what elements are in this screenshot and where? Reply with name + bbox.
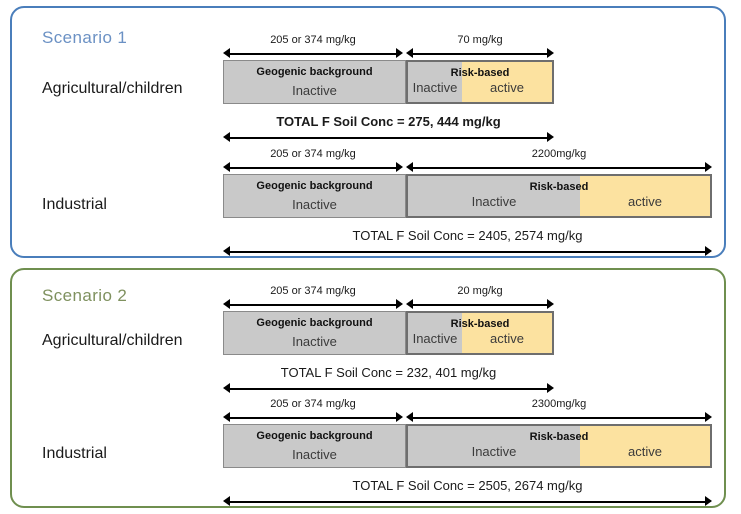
scenario-1-agricultural-total-label: TOTAL F Soil Conc = 275, 444 mg/kg: [276, 114, 501, 129]
scenario-2-agricultural-risk-dim-label: 20 mg/kg: [457, 285, 503, 297]
scenario-2-row-industrial-label: Industrial: [42, 445, 107, 462]
scenario-2-agricultural-risk-segment: Risk-based Inactive active: [406, 311, 554, 355]
scenario-1-title: Scenario 1: [42, 28, 128, 47]
scenario-2-agricultural-geogenic-segment: Geogenic background Inactive: [223, 311, 406, 355]
segment-state: Inactive: [292, 447, 337, 462]
risk-inactive-subsegment: Inactive: [408, 426, 580, 466]
scenario-1-industrial-geogenic-dim-label: 205 or 374 mg/kg: [270, 148, 356, 160]
scenario-1-agricultural-total-arrow: [223, 132, 554, 143]
segment-state: active: [628, 194, 662, 209]
scenario-1-industrial-bar: Geogenic background Inactive Risk-based …: [223, 174, 712, 218]
scenario-2-industrial-risk-dim-arrow: [406, 412, 712, 423]
scenario-2-industrial-geogenic-dim-arrow: [223, 412, 403, 423]
scenario-1-agricultural-risk-dim-label: 70 mg/kg: [457, 34, 503, 46]
segment-state: active: [628, 444, 662, 459]
segment-state: Inactive: [471, 444, 517, 459]
segment-state: active: [490, 331, 524, 346]
segment-state: Inactive: [471, 194, 517, 209]
scenario-2-industrial-geogenic-segment: Geogenic background Inactive: [223, 424, 406, 468]
scenario-1-agricultural-risk-segment: Risk-based Inactive active: [406, 60, 554, 104]
scenario-1-industrial-geogenic-segment: Geogenic background Inactive: [223, 174, 406, 218]
scenario-2-agricultural-total-label: TOTAL F Soil Conc = 232, 401 mg/kg: [280, 365, 497, 380]
scenario-2-industrial-risk-dim-label: 2300mg/kg: [531, 398, 587, 410]
scenario-2-agricultural-geogenic-dim-label: 205 or 374 mg/kg: [270, 285, 356, 297]
scenario-1-row-industrial-label: Industrial: [42, 196, 107, 213]
scenario-2-panel: Scenario 2 Agricultural/children 205 or …: [10, 268, 726, 508]
scenario-1-industrial-risk-segment: Risk-based Inactive active: [406, 174, 712, 218]
scenario-1-industrial-geogenic-dim-arrow: [223, 162, 403, 173]
scenario-2-agricultural-risk-dim-arrow: [406, 299, 554, 310]
scenario-2-industrial-total-arrow: [223, 496, 712, 507]
risk-active-subsegment: active: [462, 313, 552, 353]
scenario-1-panel: Scenario 1 Agricultural/children 205 or …: [10, 6, 726, 258]
segment-state: Inactive: [292, 197, 337, 212]
segment-state: active: [490, 80, 524, 95]
scenario-2-industrial-geogenic-dim-label: 205 or 374 mg/kg: [270, 398, 356, 410]
scenario-2-industrial-bar: Geogenic background Inactive Risk-based …: [223, 424, 712, 468]
scenario-1-agricultural-geogenic-dim-arrow: [223, 48, 403, 59]
scenario-1-agricultural-risk-dim-arrow: [406, 48, 554, 59]
scenario-2-title: Scenario 2: [42, 286, 128, 305]
scenario-1-industrial-risk-dim-label: 2200mg/kg: [531, 148, 587, 160]
segment-state: Inactive: [412, 331, 458, 346]
segment-title: Geogenic background: [256, 66, 373, 78]
risk-inactive-subsegment: Inactive: [408, 62, 462, 102]
scenario-2-industrial-total-label: TOTAL F Soil Conc = 2505, 2674 mg/kg: [352, 478, 583, 493]
segment-title: Geogenic background: [256, 317, 373, 329]
scenario-2-row-agricultural-label: Agricultural/children: [42, 332, 183, 349]
segment-state: Inactive: [292, 83, 337, 98]
risk-inactive-subsegment: Inactive: [408, 313, 462, 353]
segment-state: Inactive: [292, 334, 337, 349]
scenario-2-agricultural-total-arrow: [223, 383, 554, 394]
risk-active-subsegment: active: [462, 62, 552, 102]
scenario-1-industrial-risk-dim-arrow: [406, 162, 712, 173]
segment-state: Inactive: [412, 80, 458, 95]
scenario-1-industrial-total-arrow: [223, 246, 712, 257]
scenario-2-agricultural-geogenic-dim-arrow: [223, 299, 403, 310]
scenario-1-agricultural-geogenic-dim-label: 205 or 374 mg/kg: [270, 34, 356, 46]
scenario-1-agricultural-geogenic-segment: Geogenic background Inactive: [223, 60, 406, 104]
risk-active-subsegment: active: [580, 176, 710, 216]
scenario-2-industrial-risk-segment: Risk-based Inactive active: [406, 424, 712, 468]
scenario-1-industrial-total-label: TOTAL F Soil Conc = 2405, 2574 mg/kg: [352, 228, 583, 243]
scenario-1-agricultural-bar: Geogenic background Inactive Risk-based …: [223, 60, 554, 104]
risk-active-subsegment: active: [580, 426, 710, 466]
segment-title: Geogenic background: [256, 430, 373, 442]
scenario-2-agricultural-bar: Geogenic background Inactive Risk-based …: [223, 311, 554, 355]
segment-title: Geogenic background: [256, 180, 373, 192]
scenario-1-row-agricultural-label: Agricultural/children: [42, 80, 183, 97]
risk-inactive-subsegment: Inactive: [408, 176, 580, 216]
